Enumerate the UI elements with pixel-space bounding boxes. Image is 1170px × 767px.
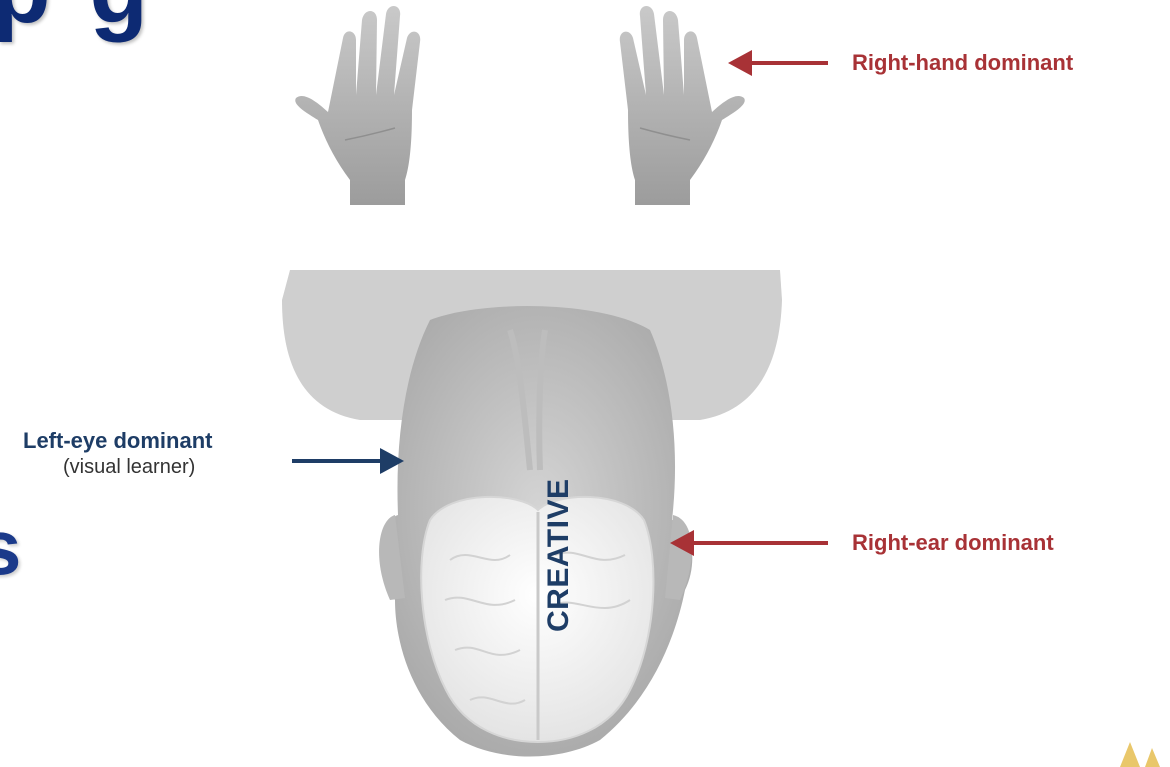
- logo-icon: [1120, 742, 1160, 767]
- brain-icon: [421, 497, 653, 742]
- right-hand-dominant-label: Right-hand dominant: [852, 50, 1073, 76]
- arrow-right-ear: [670, 530, 828, 556]
- arrow-left-eye: [292, 448, 404, 474]
- arrow-right-hand: [728, 50, 828, 76]
- creative-brain-label: CREATIVE: [542, 462, 576, 632]
- right-ear-dominant-label: Right-ear dominant: [852, 530, 1054, 556]
- right-hand-icon: [620, 6, 745, 205]
- left-hand-icon: [295, 6, 420, 205]
- left-eye-dominant-label: Left-eye dominant: [23, 428, 212, 454]
- visual-learner-note: (visual learner): [63, 456, 195, 479]
